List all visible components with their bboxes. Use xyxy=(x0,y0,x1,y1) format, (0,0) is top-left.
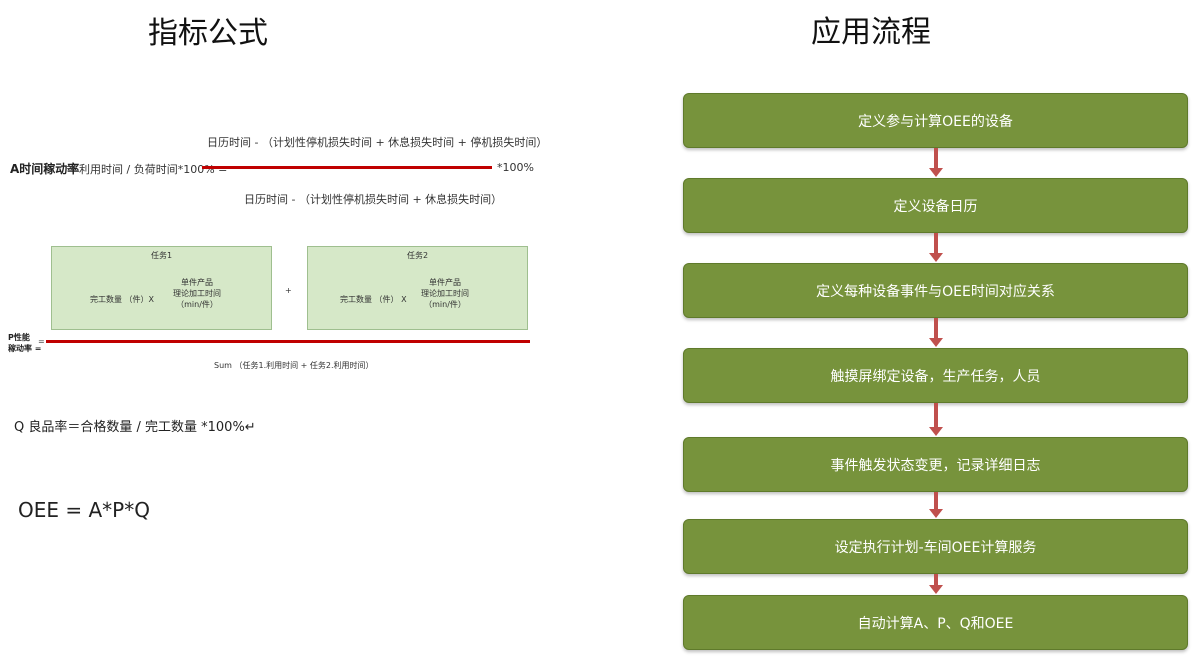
flow-step-6-label: 设定执行计划-车间OEE计算服务 xyxy=(834,539,1037,556)
task-2-right-3: （min/件） xyxy=(424,300,466,309)
flow-arrow-6 xyxy=(929,574,943,595)
task-2-right-2: 理论加工时间 xyxy=(421,289,469,298)
task-1-left: 完工数量 （件）X xyxy=(90,295,155,304)
p-lhs-1: P性能 xyxy=(8,333,30,342)
flow-step-7-label: 自动计算A、P、Q和OEE xyxy=(857,615,1014,632)
flow-arrow-1 xyxy=(929,148,943,178)
flow-arrow-4 xyxy=(929,403,943,437)
a-numerator: 日历时间 - （计划性停机损失时间 + 休息损失时间 + 停机损失时间） xyxy=(207,136,548,149)
flow-step-5-label: 事件触发状态变更，记录详细日志 xyxy=(830,457,1041,474)
task-1-right-1: 单件产品 xyxy=(181,278,213,287)
a-lhs: A时间稼动率 xyxy=(10,162,80,176)
task-1-right-3: （min/件） xyxy=(176,300,218,309)
task-2-left: 完工数量 （件） X xyxy=(340,295,407,304)
flow-step-6: 设定执行计划-车间OEE计算服务 xyxy=(683,519,1188,574)
task-1-right-2: 理论加工时间 xyxy=(173,289,221,298)
flow-step-4-label: 触摸屏绑定设备，生产任务，人员 xyxy=(830,368,1041,385)
task-2-right-1: 单件产品 xyxy=(429,278,461,287)
q-formula: Q 良品率＝合格数量 / 完工数量 *100%↵ xyxy=(14,420,256,435)
flow-step-2-label: 定义设备日历 xyxy=(893,198,978,215)
flow-step-2: 定义设备日历 xyxy=(683,178,1188,233)
flow-step-3: 定义每种设备事件与OEE时间对应关系 xyxy=(683,263,1188,318)
a-fraction-line xyxy=(202,166,492,169)
oee-formula: OEE = A*P*Q xyxy=(18,498,150,522)
p-denominator: Sum （任务1.利用时间 + 任务2.利用时间） xyxy=(214,361,374,370)
task-2-name: 任务2 xyxy=(406,251,429,260)
a-mid: 利用时间 / 负荷时间*100% = xyxy=(79,163,228,176)
a-equals: = xyxy=(66,161,76,174)
p-plus: + xyxy=(285,286,292,295)
flow-step-5: 事件触发状态变更，记录详细日志 xyxy=(683,437,1188,492)
formula-title: 指标公式 xyxy=(148,16,268,51)
task-1-name: 任务1 xyxy=(150,251,173,260)
flow-title: 应用流程 xyxy=(811,15,931,50)
flow-step-1: 定义参与计算OEE的设备 xyxy=(683,93,1188,148)
task-box-2: 任务2 完工数量 （件） X 单件产品 理论加工时间 （min/件） xyxy=(307,246,528,330)
task-box-1: 任务1 完工数量 （件）X 单件产品 理论加工时间 （min/件） xyxy=(51,246,272,330)
flow-step-1-label: 定义参与计算OEE的设备 xyxy=(858,113,1013,130)
p-equals: = xyxy=(38,337,45,346)
flow-step-3-label: 定义每种设备事件与OEE时间对应关系 xyxy=(816,283,1055,300)
a-denominator: 日历时间 - （计划性停机损失时间 + 休息损失时间） xyxy=(244,193,503,206)
flow-arrow-5 xyxy=(929,492,943,519)
flow-step-4: 触摸屏绑定设备，生产任务，人员 xyxy=(683,348,1188,403)
a-suffix: *100% xyxy=(497,161,534,174)
flow-step-7: 自动计算A、P、Q和OEE xyxy=(683,595,1188,650)
flow-arrow-3 xyxy=(929,318,943,348)
p-lhs-2: 稼动率 = xyxy=(8,344,42,353)
p-fraction-line xyxy=(46,340,530,343)
flow-arrow-2 xyxy=(929,233,943,263)
